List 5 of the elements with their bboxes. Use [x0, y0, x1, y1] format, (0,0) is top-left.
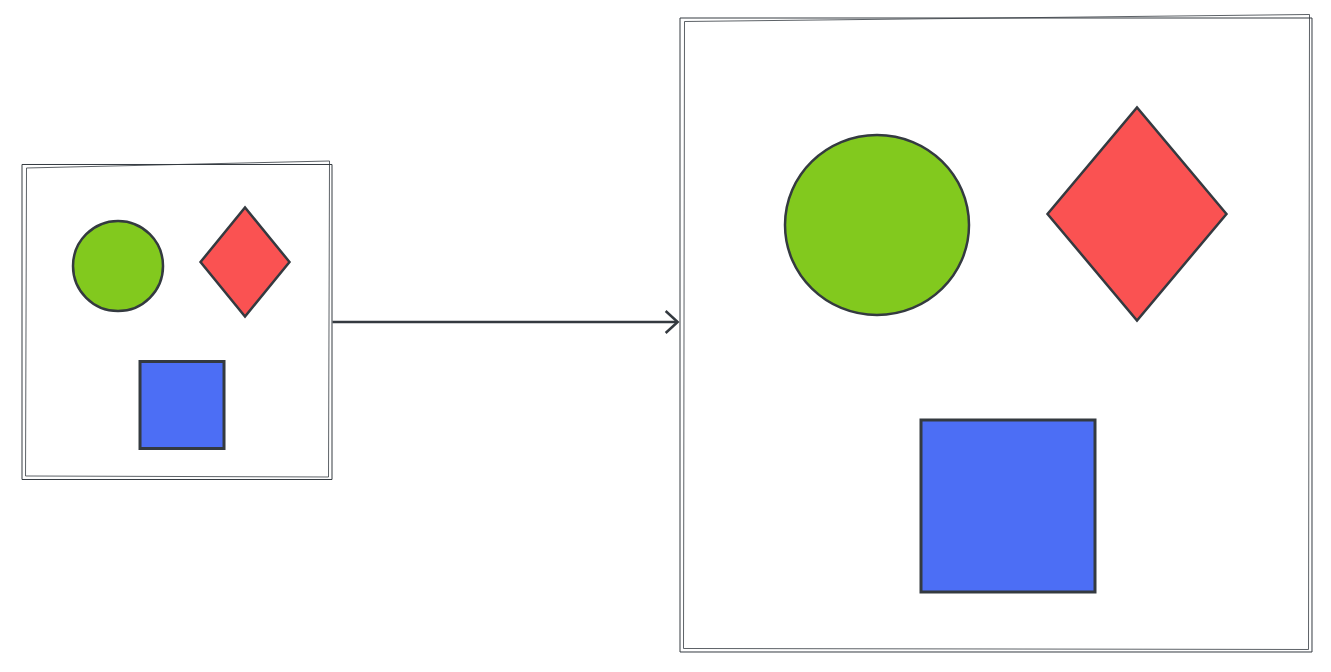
circle: [783, 133, 971, 317]
square: [919, 418, 1097, 594]
circle: [71, 219, 165, 313]
square: [138, 360, 226, 450]
arrow: [332, 310, 680, 334]
